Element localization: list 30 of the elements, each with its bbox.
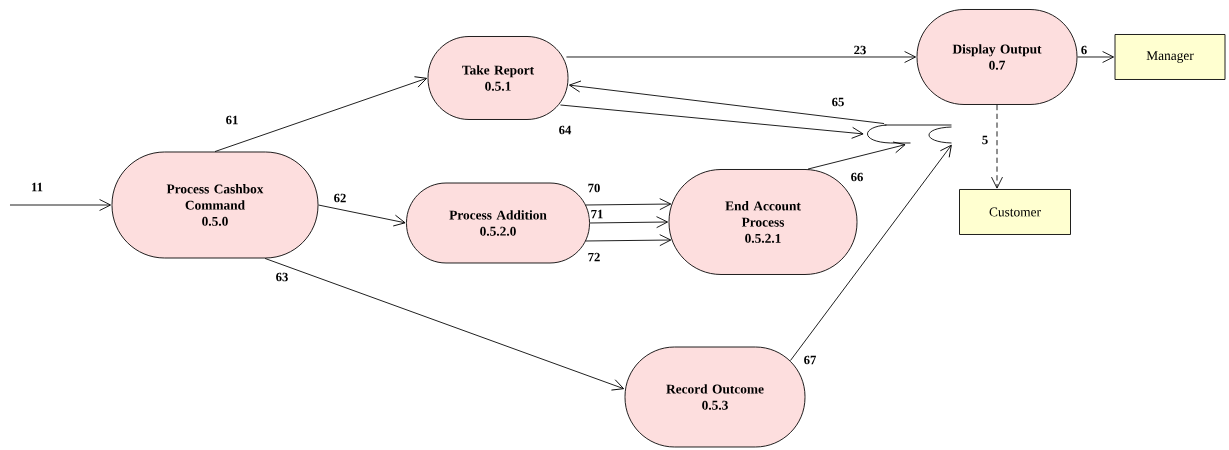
arrow (214, 76, 428, 152)
arrow (9, 199, 111, 211)
arrow (566, 51, 917, 63)
arrow (568, 80, 885, 124)
edge-label: 64 (557, 124, 573, 136)
edge-label: 65 (830, 96, 846, 108)
entity-box: Customer (959, 189, 1071, 235)
arrow (585, 198, 672, 211)
arrow (318, 204, 406, 227)
arrow (589, 216, 669, 229)
entity-box: Manager (1114, 34, 1226, 80)
edge-label: 62 (332, 192, 348, 204)
edge-label: 6 (1079, 44, 1089, 56)
process-box: Process Cashbox Command 0.5.0 (111, 151, 319, 259)
arrow (1077, 51, 1115, 63)
edge-label: 5 (980, 134, 990, 146)
arrow (807, 141, 906, 170)
junction-symbol (867, 124, 952, 144)
arrow (560, 104, 864, 139)
arrow (264, 258, 625, 391)
edge-label: 63 (274, 271, 290, 283)
process-box: Take Report 0.5.1 (427, 36, 569, 120)
arrow (991, 104, 1003, 189)
edge-label: 71 (589, 208, 605, 220)
process-box: Display Output 0.7 (916, 9, 1078, 105)
edge-label: 23 (852, 44, 868, 56)
arrow (585, 234, 672, 247)
edge-label: 61 (224, 114, 240, 126)
edge-label: 11 (30, 181, 44, 193)
arrow (790, 144, 952, 361)
